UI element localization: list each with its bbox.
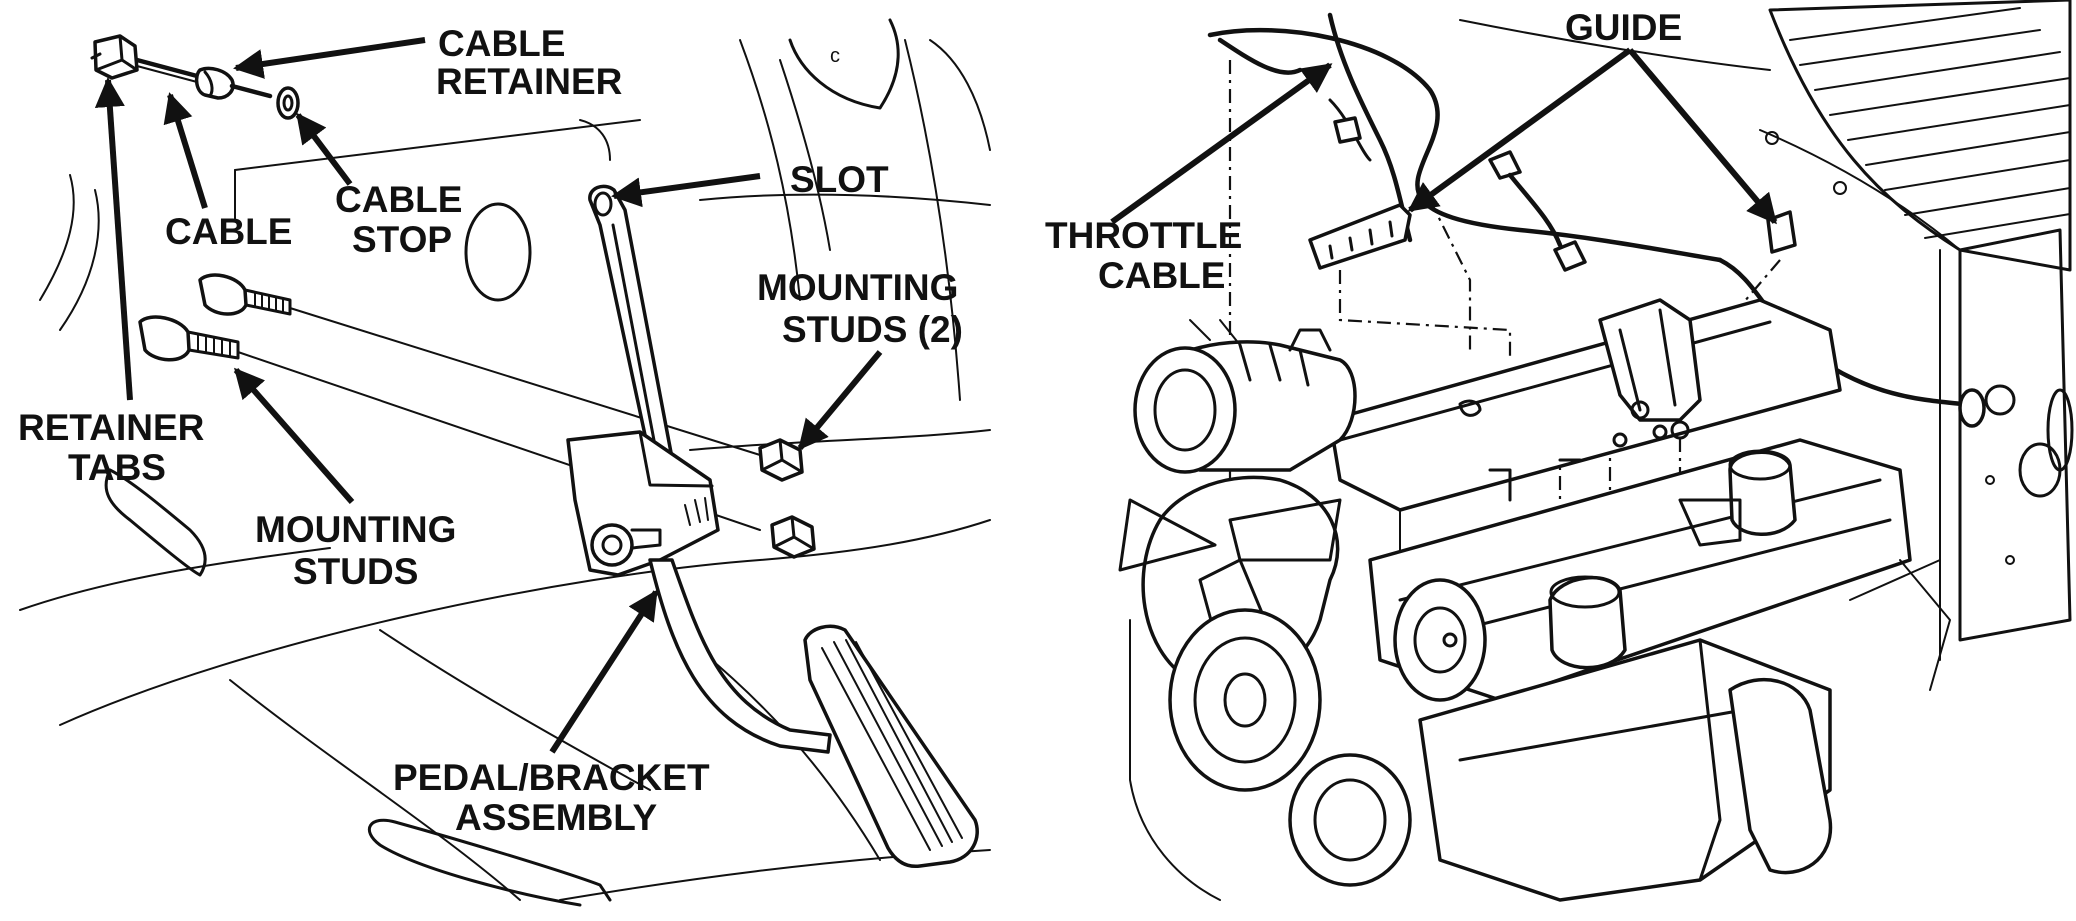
left-panel-labels: CABLE RETAINER SLOT CABLE CABLE STOP MOU…	[18, 23, 963, 838]
arrow-mounting-studs	[233, 367, 355, 504]
arrow-pedal-bracket	[549, 589, 659, 754]
label-mounting-studs-2-line1: MOUNTING	[757, 267, 958, 308]
arrow-retainer-tabs	[94, 77, 133, 401]
mounting-studs-left-icon	[138, 273, 761, 531]
label-cable-stop-line1: CABLE	[335, 179, 462, 220]
arrow-guide-right	[1627, 48, 1778, 225]
right-panel-leaders	[1110, 47, 1778, 225]
right-panel-labels: GUIDE THROTTLE CABLE	[1045, 7, 1682, 296]
access-hole-icon	[464, 202, 532, 302]
arrow-mounting-studs-2	[797, 350, 883, 451]
label-pedal-bracket-line1: PEDAL/BRACKET	[393, 757, 710, 798]
arrow-throttle-cable	[1110, 62, 1333, 225]
label-slot: SLOT	[790, 159, 889, 200]
right-panel-illustration	[1118, 0, 2074, 902]
label-retainer-tabs-line2: TABS	[68, 447, 166, 488]
label-guide: GUIDE	[1565, 7, 1682, 48]
label-throttle-cable-line2: CABLE	[1098, 255, 1225, 296]
label-cable-retainer-line2: RETAINER	[436, 61, 622, 102]
label-mounting-studs-line1: MOUNTING	[255, 509, 456, 550]
label-throttle-cable-line1: THROTTLE	[1045, 215, 1242, 256]
label-cable-stop-line2: STOP	[352, 219, 452, 260]
pedal-bracket-assembly-icon	[566, 184, 979, 869]
cable-retainer-assembly-icon	[90, 34, 300, 120]
label-cable-retainer-line1: CABLE	[438, 23, 565, 64]
engine-icon	[1118, 298, 1951, 902]
label-cable: CABLE	[165, 211, 292, 252]
svg-text:c: c	[830, 45, 840, 67]
label-pedal-bracket-line2: ASSEMBLY	[455, 797, 658, 838]
left-panel-leaders	[94, 37, 883, 754]
arrow-guide-left	[1407, 47, 1632, 213]
label-retainer-tabs-line1: RETAINER	[18, 407, 204, 448]
arrow-cable-stop	[295, 112, 353, 186]
label-mounting-studs-2-line2: STUDS (2)	[782, 309, 963, 350]
arrow-slot	[611, 173, 761, 208]
left-panel-illustration: c	[19, 18, 991, 907]
arrow-cable-retainer	[233, 37, 426, 79]
arrow-cable	[163, 92, 208, 209]
label-mounting-studs-line2: STUDS	[293, 551, 418, 592]
